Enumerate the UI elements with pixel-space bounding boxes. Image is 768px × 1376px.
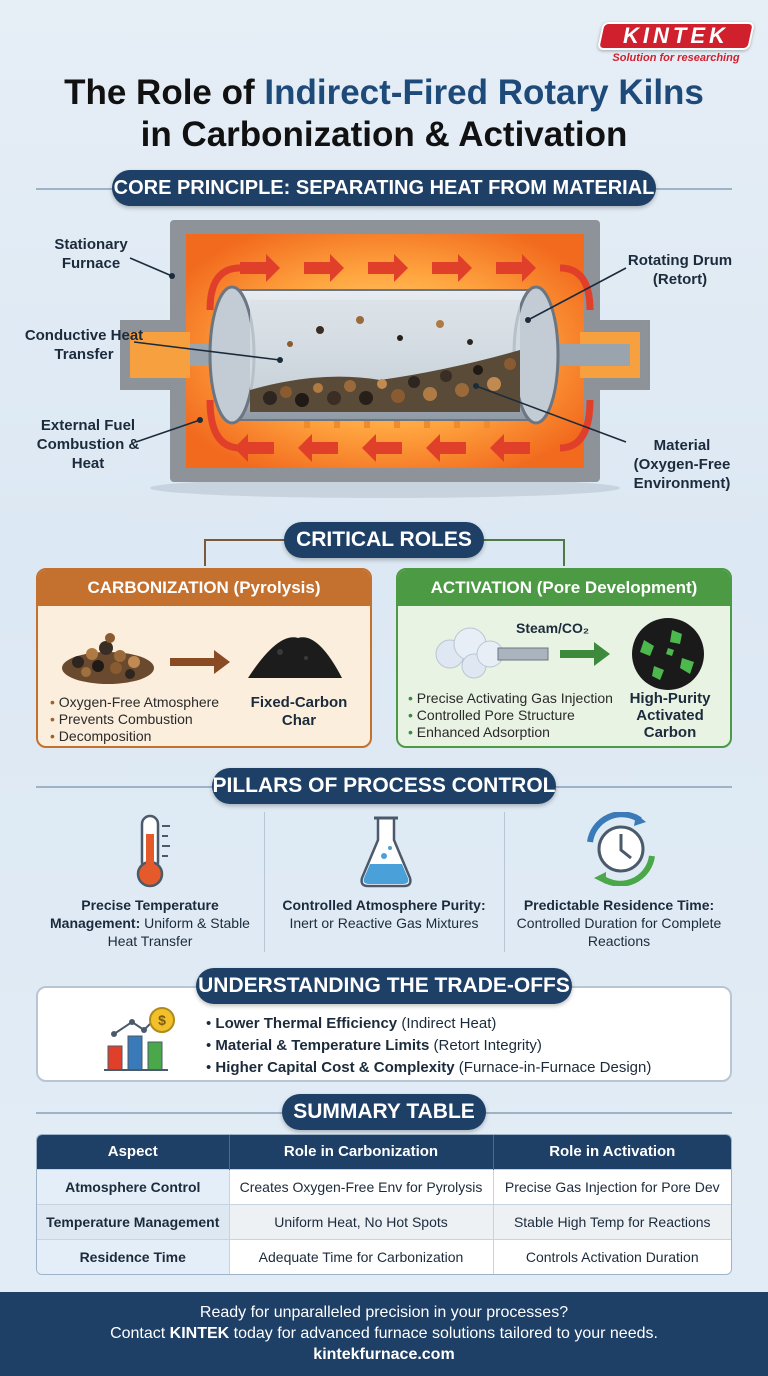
tradeoffs-banner: UNDERSTANDING THE TRADE-OFFS bbox=[196, 968, 572, 1004]
carbonization-header: CARBONIZATION (Pyrolysis) bbox=[38, 570, 370, 606]
logo-text: KINTEK bbox=[623, 23, 729, 48]
footer-line2: Contact KINTEK today for advanced furnac… bbox=[0, 1323, 768, 1344]
carbonization-bullet: Oxygen-Free Atmosphere bbox=[50, 694, 219, 711]
table-row: Temperature Management Uniform Heat, No … bbox=[37, 1203, 731, 1239]
label-rotating-drum: Rotating Drum (Retort) bbox=[627, 252, 733, 288]
activation-header: ACTIVATION (Pore Development) bbox=[398, 570, 730, 606]
table-cell: Uniform Heat, No Hot Spots bbox=[229, 1203, 494, 1239]
tradeoff-title: Higher Capital Cost & Complexity bbox=[215, 1059, 455, 1076]
tradeoff-title: Material & Temperature Limits bbox=[215, 1037, 430, 1054]
table-header: Role in Carbonization bbox=[229, 1135, 494, 1169]
clock-cycle-icon bbox=[587, 812, 655, 886]
pillar-atmosphere: Controlled Atmosphere Purity: Inert or R… bbox=[274, 896, 494, 932]
thermometer-icon bbox=[136, 814, 170, 888]
logo-tagline: Solution for researching bbox=[612, 52, 740, 64]
table-cell: Controls Activation Duration bbox=[493, 1238, 731, 1274]
tradeoff-note: (Indirect Heat) bbox=[397, 1015, 497, 1032]
activation-illustration bbox=[435, 618, 704, 690]
label-conductive-heat: Conductive Heat Transfer bbox=[24, 327, 144, 363]
activation-card: ACTIVATION (Pore Development) Steam/CO₂ … bbox=[396, 568, 732, 748]
table-cell: Temperature Management bbox=[37, 1203, 230, 1239]
footer-text: Contact bbox=[110, 1325, 170, 1342]
pillar-residence-time: Predictable Residence Time: Controlled D… bbox=[514, 896, 724, 950]
flask-icon bbox=[360, 816, 412, 888]
cost-chart-icon: $ bbox=[104, 1007, 175, 1071]
tradeoff-item: • Lower Thermal Efficiency (Indirect Hea… bbox=[206, 1015, 497, 1032]
table-row: Residence Time Adequate Time for Carboni… bbox=[37, 1238, 731, 1274]
activation-bullets: Precise Activating Gas Injection Control… bbox=[408, 690, 613, 741]
table-cell: Creates Oxygen-Free Env for Pyrolysis bbox=[229, 1168, 494, 1204]
carbonization-bullets: Oxygen-Free Atmosphere Prevents Combusti… bbox=[50, 694, 219, 745]
carbonization-card: CARBONIZATION (Pyrolysis) Oxygen-Free At… bbox=[36, 568, 372, 748]
heat-arrows-top bbox=[240, 254, 536, 282]
pillar-title: Predictable Residence Time: bbox=[523, 897, 715, 913]
activation-result: High-Purity Activated Carbon bbox=[629, 690, 711, 741]
roles-connector bbox=[204, 539, 565, 566]
critical-roles-banner: CRITICAL ROLES bbox=[284, 522, 484, 558]
core-principle-banner: CORE PRINCIPLE: SEPARATING HEAT FROM MAT… bbox=[112, 170, 656, 206]
table-header: Role in Activation bbox=[493, 1135, 731, 1169]
activation-bullet: Enhanced Adsorption bbox=[408, 724, 613, 741]
title-line2: in Carbonization & Activation bbox=[140, 115, 628, 154]
material-particles bbox=[263, 316, 516, 407]
summary-table: Aspect Role in Carbonization Role in Act… bbox=[36, 1134, 732, 1275]
tradeoff-note: (Furnace-in-Furnace Design) bbox=[454, 1059, 652, 1076]
table-cell: Residence Time bbox=[37, 1238, 230, 1274]
page-title: The Role of Indirect-Fired Rotary Kilns … bbox=[0, 72, 768, 156]
tradeoffs-list: • Lower Thermal Efficiency (Indirect Hea… bbox=[206, 1013, 651, 1079]
tradeoff-title: Lower Thermal Efficiency bbox=[215, 1015, 398, 1032]
pillars-banner: PILLARS OF PROCESS CONTROL bbox=[212, 768, 556, 804]
table-header: Aspect bbox=[37, 1135, 230, 1169]
label-stationary-furnace: Stationary Furnace bbox=[54, 236, 128, 272]
heat-arrows-bottom bbox=[234, 434, 530, 462]
pillar-divider bbox=[504, 812, 505, 952]
table-cell: Precise Gas Injection for Pore Dev bbox=[493, 1168, 731, 1204]
label-external-fuel: External Fuel Combustion & Heat bbox=[36, 417, 140, 472]
summary-banner: SUMMARY TABLE bbox=[282, 1094, 486, 1130]
footer-brand: KINTEK bbox=[169, 1325, 230, 1342]
footer: Ready for unparalleled precision in your… bbox=[0, 1292, 768, 1376]
carbonization-bullet: Decomposition bbox=[50, 728, 219, 745]
tradeoff-item: • Higher Capital Cost & Complexity (Furn… bbox=[206, 1059, 652, 1076]
carbonization-result: Fixed-Carbon Char bbox=[250, 694, 348, 729]
tradeoff-note: (Retort Integrity) bbox=[429, 1037, 542, 1054]
tradeoff-item: • Material & Temperature Limits (Retort … bbox=[206, 1037, 542, 1054]
footer-url-link[interactable]: kintekfurnace.com bbox=[313, 1346, 455, 1363]
pillar-title: Precise Temperature Management: bbox=[50, 897, 219, 931]
footer-text: today for advanced furnace solutions tai… bbox=[229, 1325, 658, 1342]
pillar-desc: Inert or Reactive Gas Mixtures bbox=[289, 915, 479, 931]
label-material: Material (Oxygen-Free Environment) bbox=[633, 437, 731, 492]
carbonization-illustration bbox=[62, 633, 342, 684]
rotating-drum bbox=[208, 285, 560, 425]
activation-bullet: Precise Activating Gas Injection bbox=[408, 690, 613, 707]
activation-bullet: Controlled Pore Structure bbox=[408, 707, 613, 724]
table-row: Atmosphere Control Creates Oxygen-Free E… bbox=[37, 1168, 731, 1204]
pillar-desc: Controlled Duration for Complete Reactio… bbox=[516, 915, 722, 949]
pillar-divider bbox=[264, 812, 265, 952]
table-cell: Adequate Time for Carbonization bbox=[229, 1238, 494, 1274]
footer-line1: Ready for unparalleled precision in your… bbox=[199, 1304, 569, 1321]
kiln-diagram bbox=[120, 220, 650, 498]
pillar-desc: Uniform & Stable Heat Transfer bbox=[107, 915, 250, 949]
pillar-title: Controlled Atmosphere Purity: bbox=[282, 897, 486, 913]
pillar-temperature: Precise Temperature Management: Uniform … bbox=[50, 896, 250, 950]
table-cell: Atmosphere Control bbox=[37, 1168, 230, 1204]
kintek-logo[interactable]: KINTEK bbox=[597, 22, 755, 50]
table-cell: Stable High Temp for Reactions bbox=[493, 1203, 731, 1239]
gas-label: Steam/CO₂ bbox=[516, 620, 590, 636]
carbonization-bullet: Prevents Combustion bbox=[50, 711, 219, 728]
title-prefix: The Role of bbox=[64, 73, 265, 112]
svg-text:$: $ bbox=[158, 1012, 166, 1028]
title-accent: Indirect-Fired Rotary Kilns bbox=[264, 73, 704, 112]
